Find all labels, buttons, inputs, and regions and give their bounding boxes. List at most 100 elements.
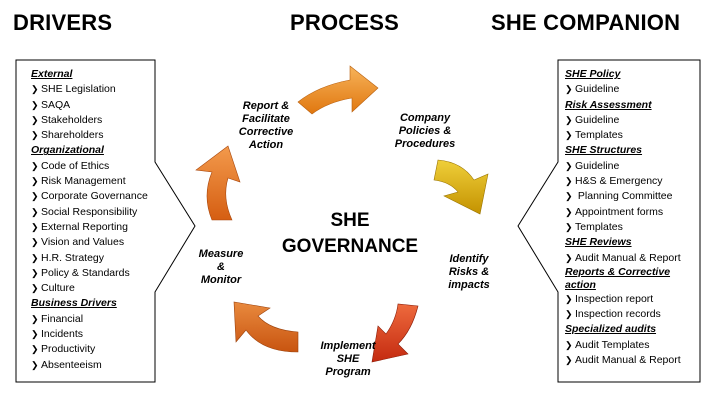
companion-section-title: Reports & Corrective action [565,265,671,291]
companion-list-item: ❯Guideline [565,82,693,97]
driver-list-item: ❯External Reporting [31,220,148,235]
driver-item-label: External Reporting [41,220,128,233]
companion-item-label: Audit Manual & Report [575,354,681,367]
chevron-right-icon: ❯ [31,237,39,248]
companion-list-item: ❯ Planning Committee [565,189,693,204]
companion-list-item: ❯Inspection records [565,307,693,322]
step-measure-monitor: Measure& Monitor [198,248,244,286]
center-title-line2: GOVERNANCE [281,236,419,257]
driver-list-item: ❯Stakeholders [31,113,148,128]
companion-item-label: Guideline [575,113,620,126]
driver-item-label: Policy & Standards [41,266,130,279]
arrow-implement-program [371,303,419,363]
driver-item-label: Productivity [41,343,96,356]
chevron-right-icon: ❯ [565,221,573,232]
driver-item-label: Absenteeism [41,358,102,371]
chevron-right-icon: ❯ [565,191,573,202]
companion-item-label: Audit Templates [575,338,650,351]
chevron-right-icon: ❯ [31,313,39,324]
chevron-right-icon: ❯ [31,99,39,110]
driver-list-item: ❯Risk Management [31,174,148,189]
chevron-right-icon: ❯ [31,283,39,294]
chevron-right-icon: ❯ [565,84,573,95]
chevron-right-icon: ❯ [31,191,39,202]
driver-item-label: Culture [41,282,75,295]
companion-item-label: H&S & Emergency [575,175,663,188]
chevron-right-icon: ❯ [565,339,573,350]
chevron-right-icon: ❯ [31,359,39,370]
companion-item-label: Templates [575,129,623,142]
companion-list-item: ❯Templates [565,220,693,235]
chevron-right-icon: ❯ [565,130,573,141]
companion-list-item: ❯H&S & Emergency [565,174,693,189]
driver-list-item: ❯Corporate Governance [31,189,148,204]
chevron-right-icon: ❯ [31,221,39,232]
chevron-right-icon: ❯ [31,84,39,95]
chevron-right-icon: ❯ [565,160,573,171]
chevron-right-icon: ❯ [31,344,39,355]
driver-list-item: ❯Absenteeism [31,358,148,373]
companion-list-item: ❯Guideline [565,159,693,174]
chevron-right-icon: ❯ [31,329,39,340]
driver-item-label: H.R. Strategy [41,251,105,264]
driver-section-title: Business Drivers [31,297,117,310]
companion-section-title: Specialized audits [565,323,657,336]
driver-item-label: Code of Ethics [41,159,110,172]
chevron-right-icon: ❯ [565,206,573,217]
companion-section-title: SHE Policy [565,68,621,80]
chevron-right-icon: ❯ [31,114,39,125]
companion-item-label: Audit Manual & Report [575,251,681,264]
driver-list-item: ❯Culture [31,281,148,296]
chevron-right-icon: ❯ [565,355,573,366]
chevron-right-icon: ❯ [31,267,39,278]
driver-list-item: ❯Policy & Standards [31,266,148,281]
companion-list-item: ❯Audit Manual & Report [565,251,693,266]
driver-item-label: Risk Management [41,175,126,188]
driver-item-label: Shareholders [41,129,104,142]
companion-list-item: ❯Inspection report [565,292,693,307]
driver-item-label: Corporate Governance [41,190,148,203]
chevron-right-icon: ❯ [31,160,39,171]
driver-list-item: ❯Financial [31,312,148,327]
chevron-right-icon: ❯ [31,130,39,141]
driver-list-item: ❯Incidents [31,327,148,342]
companion-list-item: ❯Appointment forms [565,205,693,220]
driver-list-item: ❯Social Responsibility [31,205,148,220]
companion-item-label: Inspection report [575,292,654,305]
companion-item-label: Planning Committee [575,190,673,203]
driver-list-item: ❯H.R. Strategy [31,251,148,266]
companion-heading: SHE COMPANION [491,10,681,35]
companion-list-item: ❯Audit Manual & Report [565,353,693,368]
chevron-right-icon: ❯ [565,309,573,320]
driver-item-label: Vision and Values [41,236,125,249]
driver-list-item: ❯Code of Ethics [31,159,148,174]
driver-list-item: ❯Productivity [31,342,148,357]
chevron-right-icon: ❯ [565,293,573,304]
driver-item-label: Incidents [41,328,84,341]
driver-item-label: Social Responsibility [41,205,138,218]
driver-section-title: Organizational [31,144,104,157]
center-title-line1: SHE [330,210,370,231]
drivers-list: External❯SHE Legislation❯SAQA❯Stakeholde… [31,67,148,373]
companion-section-title: SHE Reviews [565,236,632,249]
center-title: SHE GOVERNANCE [268,208,432,260]
chevron-right-icon: ❯ [565,114,573,125]
process-heading: PROCESS [290,10,399,35]
companion-item-label: Guideline [575,83,620,96]
driver-list-item: ❯SAQA [31,98,148,113]
arrow-measure-monitor [233,301,299,353]
driver-item-label: Financial [41,312,84,325]
chevron-right-icon: ❯ [31,252,39,263]
companion-item-label: Templates [575,220,623,233]
chevron-right-icon: ❯ [565,252,573,263]
driver-item-label: SAQA [41,98,71,111]
companion-item-label: Appointment forms [575,205,664,218]
driver-item-label: Stakeholders [41,113,103,126]
arrow-report-corrective [195,145,241,221]
companion-list-item: ❯Templates [565,128,693,143]
drivers-heading: DRIVERS [13,10,113,35]
